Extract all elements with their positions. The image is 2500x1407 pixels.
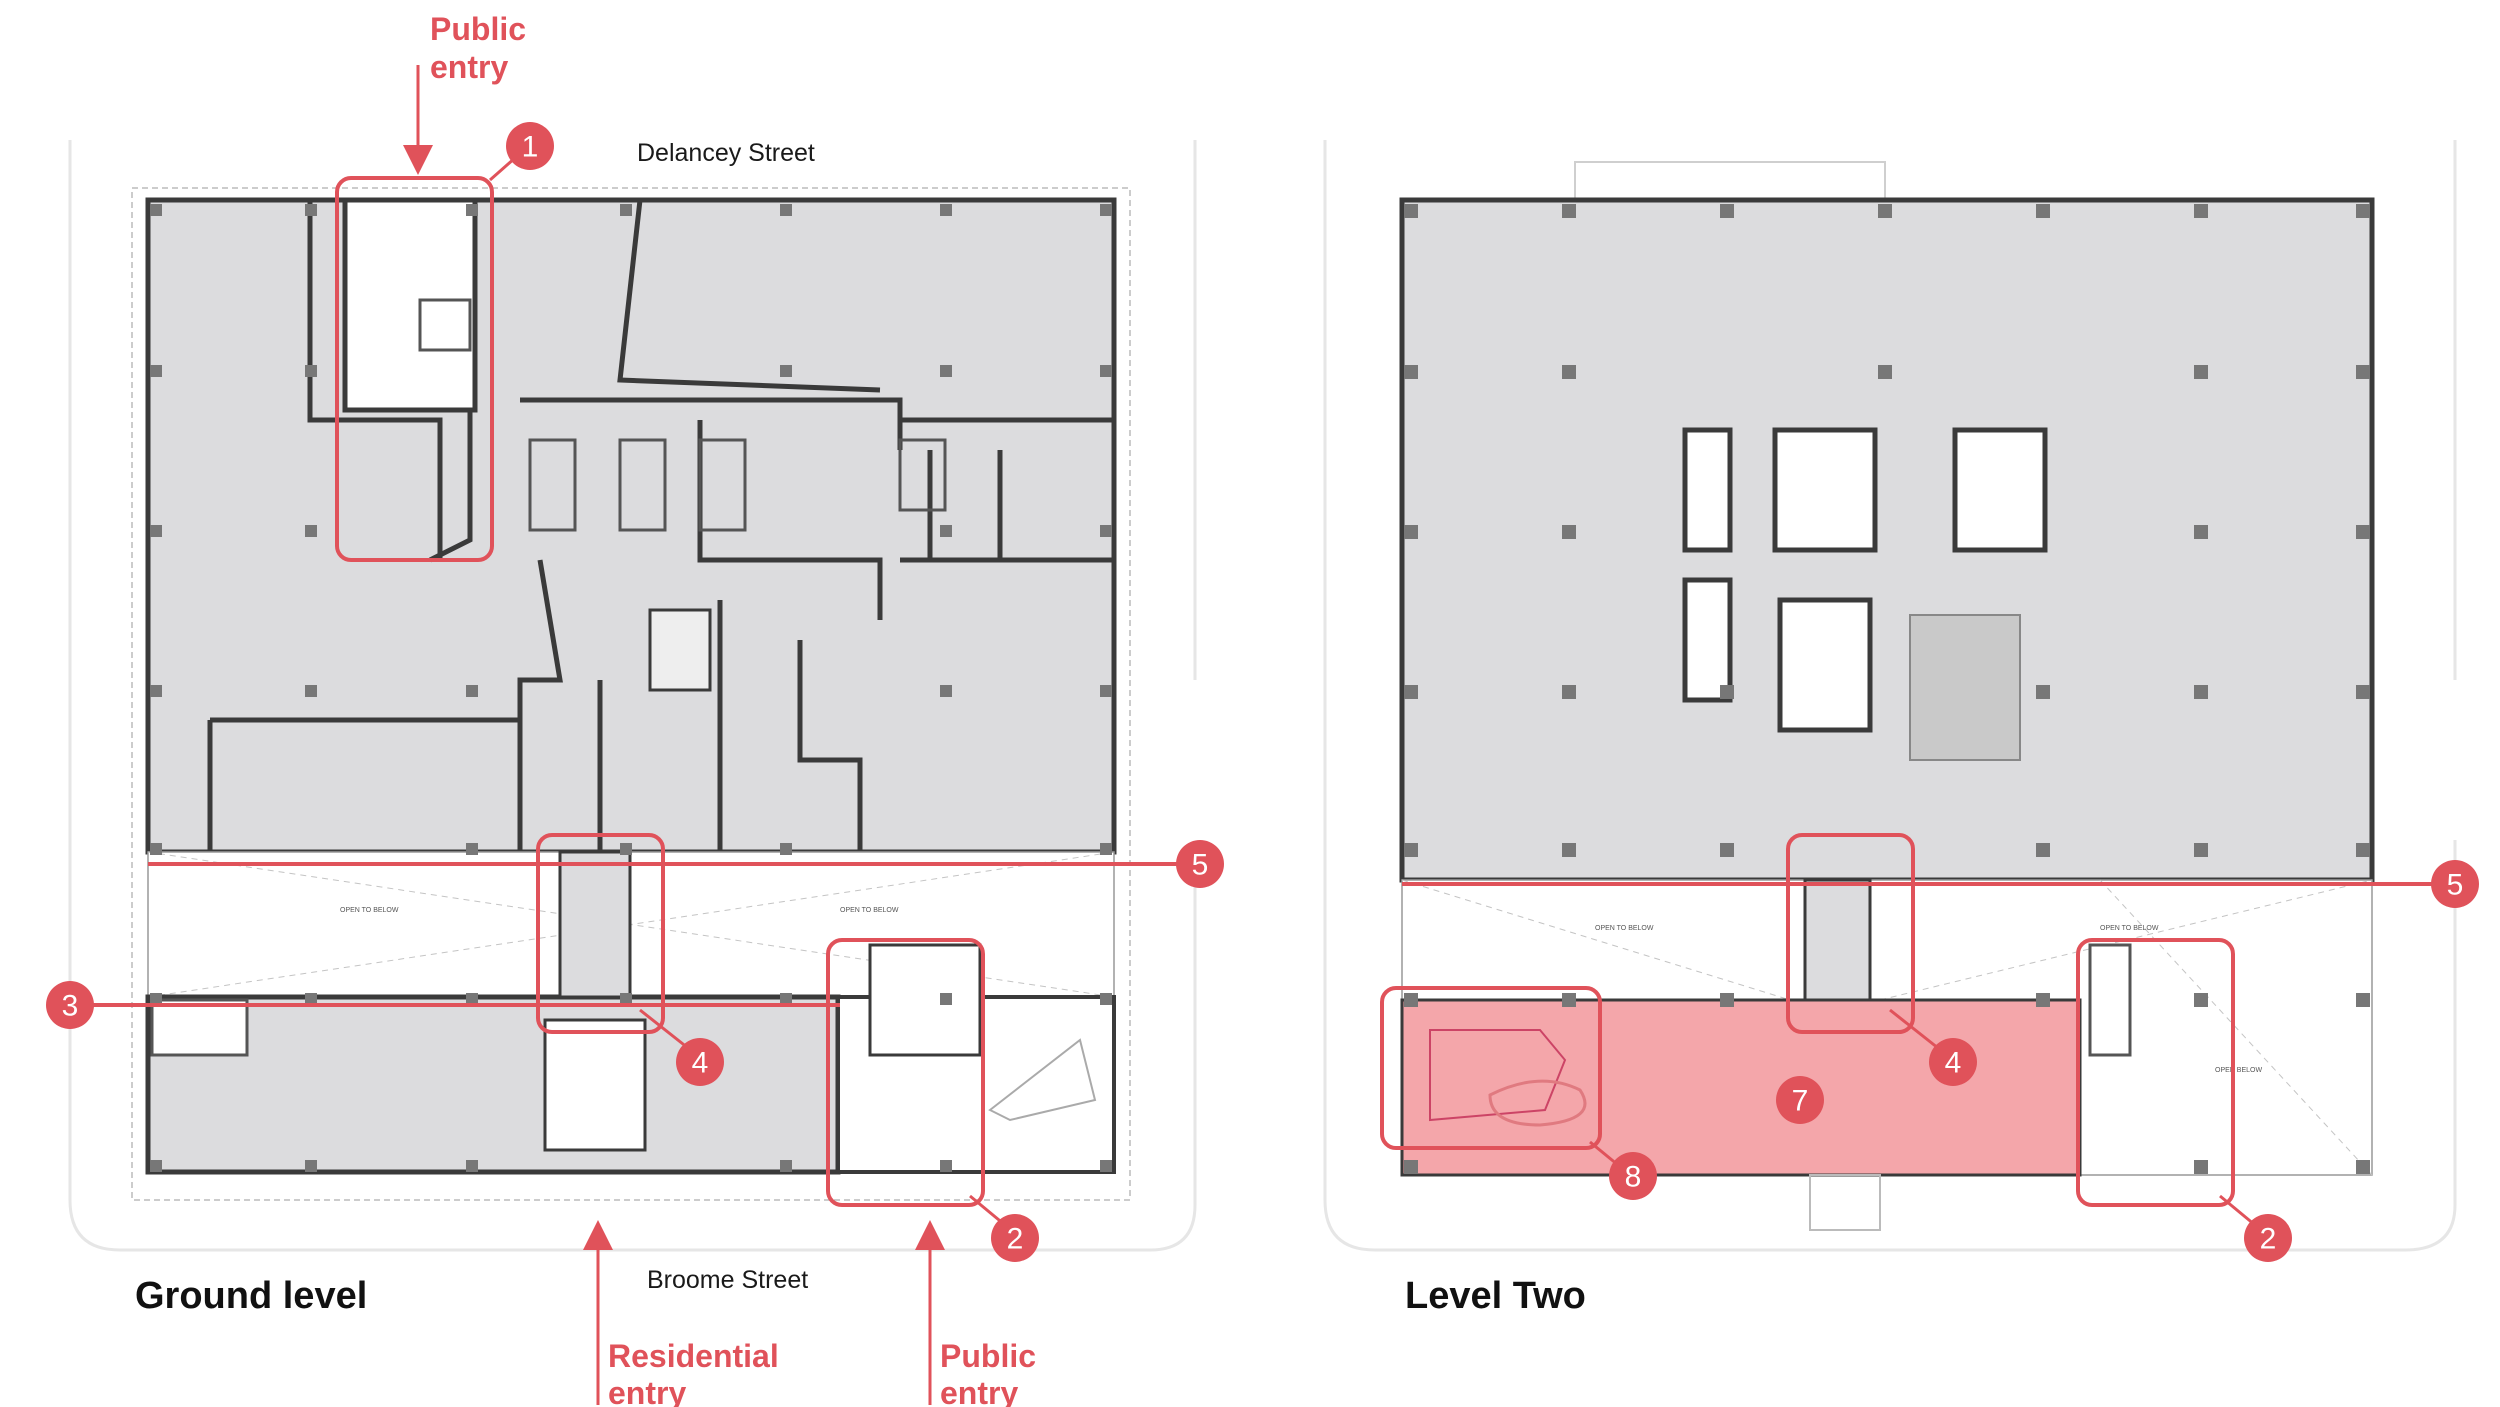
stair-ground-south [150,998,249,1057]
open-below-label: OPEN BELOW [2215,1067,2262,1074]
bridge-corridor [1803,878,1872,1002]
public-entry-top-line2: entry [430,49,508,85]
site-outline [68,140,1197,1252]
floor-area-level-two [1399,197,2375,883]
leader-4b [1889,1008,1939,1050]
central-corridor [558,850,632,999]
public-entry-bottom-line1: Public [940,1338,1036,1374]
site-outline-2 [1323,140,2457,1252]
marker-5-label: 5 [1192,849,1209,882]
marker-4-label: 4 [692,1047,709,1080]
level-two-highlights [1380,833,2235,1207]
marker-4: 4 [676,1038,724,1086]
residential-lobby [543,1018,647,1152]
public-entry-bottom-line2: entry [940,1375,1018,1407]
highlight-4b-outline [1786,833,1915,1034]
marker-1-label: 1 [522,131,539,164]
ground-highlights [335,176,985,1207]
entry-labels: Public entry Residential entry Public en… [430,11,1036,1407]
service-shaft [1909,614,2021,761]
marker-4b-label: 4 [1945,1047,1962,1080]
canopy-bottom [1809,1174,1881,1231]
street-label-bottom: Broome Street [647,1266,808,1294]
public-entry-top-line1: Public [430,11,526,47]
elevator-2 [528,438,577,532]
open-to-below-label-1: OPEN TO BELOW [340,907,399,914]
stair-ground-east [868,943,982,1057]
leader-8 [1589,1140,1619,1167]
highlight-8-outline [1380,986,1602,1150]
elevator-3 [618,438,667,532]
level-two-cores [1682,427,2048,733]
marker-8: 8 [1609,1152,1657,1200]
elevator-5 [898,438,947,512]
marker-4b: 4 [1929,1038,1977,1086]
marker-3-label: 3 [62,990,79,1023]
marker-2-label: 2 [1007,1223,1024,1256]
numbered-markers: 1 2 3 4 5 2 4 5 [46,122,2479,1262]
level-two-plan: OPEN TO BELOW OPEN TO BELOW OPEN BELOW L… [1323,140,2457,1317]
canopy-top [1574,161,1886,201]
stair-core-1 [342,197,478,413]
marker-5: 5 [1176,840,1224,888]
leader-4 [639,1008,689,1050]
marker-1: 1 [506,122,554,170]
marker-2b-label: 2 [2260,1223,2277,1256]
level-two-columns [1404,204,2370,1174]
lot-line [131,187,1131,1201]
leader-1 [489,156,516,182]
marker-8-label: 8 [1625,1161,1642,1194]
marker-2: 2 [991,1214,1039,1262]
residential-entry-line2: entry [608,1375,686,1407]
street-label-top: Delancey Street [637,139,815,167]
highlight-4-outline [536,833,665,1034]
level-title-ground: Ground level [135,1275,367,1317]
residential-entry-line1: Residential [608,1338,779,1374]
marker-7: 7 [1776,1076,1824,1124]
marker-3: 3 [46,981,94,1029]
highlight-2b-outline [2076,938,2235,1207]
amenity-outline [1429,1029,1567,1122]
highlight-1-outline [335,176,494,562]
marker-2b: 2 [2244,1214,2292,1262]
interior-walls [207,199,1114,850]
marker-5b: 5 [2431,860,2479,908]
open-to-below-label-2: OPEN TO BELOW [840,907,899,914]
level-title-two: Level Two [1405,1275,1586,1317]
floor-area-south [145,994,841,1175]
marker-7-label: 7 [1792,1085,1809,1118]
ground-level-plan: OPEN TO BELOW OPEN TO BELOW Delancey Str… [68,65,1197,1405]
leader-2b [2219,1194,2256,1227]
open-to-below-label-3: OPEN TO BELOW [1595,925,1654,932]
marker-5b-label: 5 [2447,869,2464,902]
ground-columns [150,204,1112,1172]
elevator-1 [418,298,472,352]
open-to-below-label-4: OPEN TO BELOW [2100,925,2159,932]
elevator-4 [698,438,747,532]
stair-level-two-east [2088,943,2132,1057]
mail-room [648,608,712,692]
highlight-2-outline [826,938,985,1207]
